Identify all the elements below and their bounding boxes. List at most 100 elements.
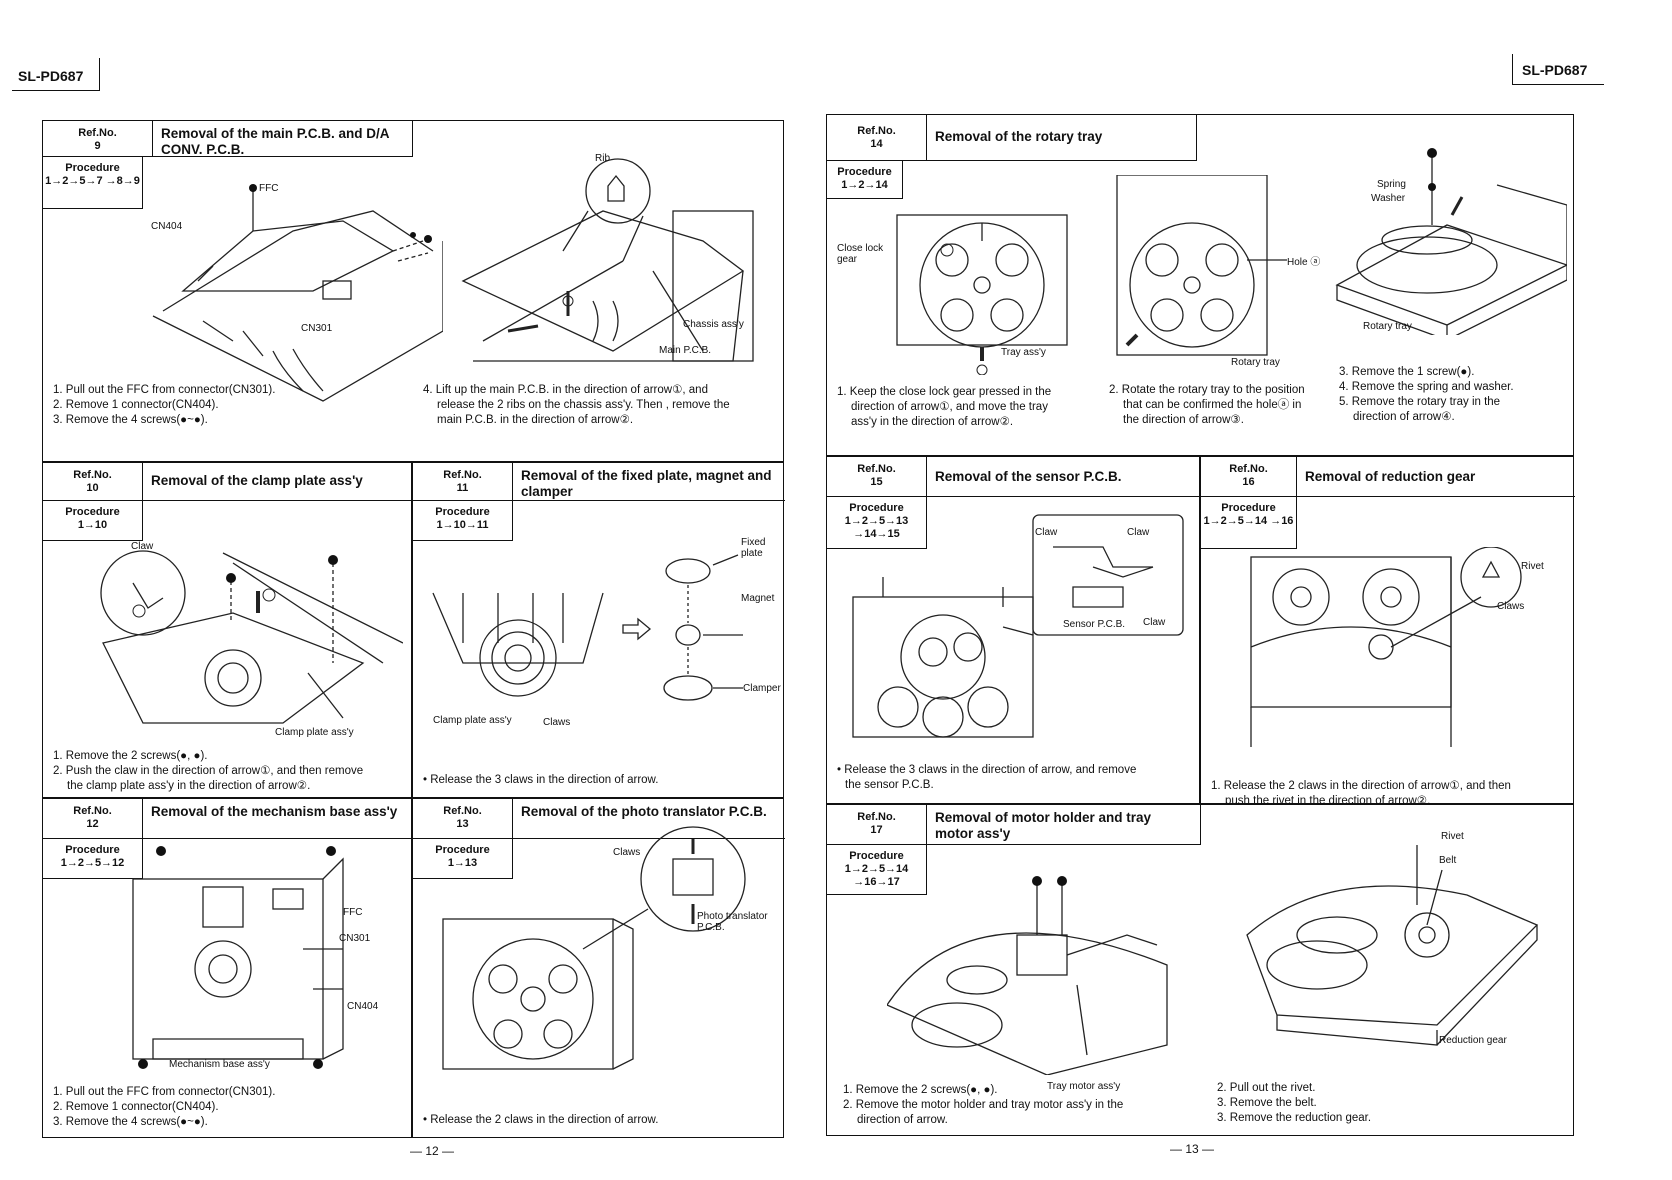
main-pcb-illustration-b bbox=[443, 151, 773, 391]
sensor-pcb-illustration bbox=[843, 507, 1193, 747]
label-clamper: Clamper bbox=[743, 683, 781, 694]
procedure-sequence: 1→2→5→13 →14→15 bbox=[844, 515, 909, 540]
procedure-label: Procedure bbox=[849, 502, 904, 514]
panel-ref-16: Ref.No. 16 Removal of reduction gear Pro… bbox=[1200, 456, 1575, 807]
label-cn301: CN301 bbox=[339, 933, 371, 944]
ref-number: 9 bbox=[94, 140, 101, 152]
page-number-left: — 12 — bbox=[410, 1144, 455, 1158]
procedure-label: Procedure bbox=[65, 506, 120, 518]
step: 1. Remove the 2 screws(●, ●). bbox=[53, 750, 208, 762]
panel-14-steps-b: 2. Rotate the rotary tray to the positio… bbox=[1109, 383, 1305, 428]
label-ffc: FFC bbox=[343, 907, 363, 918]
procedure-sequence: 1→2→5→14 →16→17 bbox=[844, 863, 909, 888]
step: 3. Remove the 4 screws(●~●). bbox=[53, 414, 208, 426]
panel-ref-15: Ref.No. 15 Removal of the sensor P.C.B. … bbox=[826, 456, 1201, 804]
step: 2. Push the claw in the direction of arr… bbox=[53, 765, 364, 777]
procedure-sequence: 1→2→5→14 →16 bbox=[1203, 515, 1294, 527]
panel-13-steps: • Release the 2 claws in the direction o… bbox=[423, 1113, 658, 1128]
step: 1. Pull out the FFC from connector(CN301… bbox=[53, 1086, 276, 1098]
label-hole-a: Hole ⓐ bbox=[1287, 257, 1321, 268]
step: 2. Remove 1 connector(CN404). bbox=[53, 1101, 219, 1113]
procedure-label: Procedure bbox=[435, 844, 490, 856]
label-close-lock-gear: Close lock gear bbox=[837, 243, 884, 265]
panel-ref-14: Ref.No. 14 Removal of the rotary tray Pr… bbox=[826, 114, 1574, 456]
procedure-label: Procedure bbox=[65, 162, 120, 174]
ref-no-box: Ref.No. 13 bbox=[413, 799, 513, 839]
ref-label: Ref.No. bbox=[857, 125, 896, 137]
ref-no-box: Ref.No. 15 bbox=[827, 457, 927, 497]
procedure-box: Procedure 1→10→11 bbox=[413, 501, 513, 541]
panel-ref-9: Ref.No. 9 Removal of the main P.C.B. and… bbox=[42, 120, 784, 462]
step: 3. Remove the reduction gear. bbox=[1217, 1112, 1372, 1124]
procedure-sequence: 1→13 bbox=[447, 857, 478, 869]
ref-number: 13 bbox=[456, 818, 469, 830]
step: the clamp plate ass'y in the direction o… bbox=[67, 780, 311, 792]
ref-no-box: Ref.No. 16 bbox=[1201, 457, 1297, 497]
panel-12-steps: 1. Pull out the FFC from connector(CN301… bbox=[53, 1085, 275, 1130]
step: • Release the 3 claws in the direction o… bbox=[837, 764, 1137, 776]
model-label-right: SL-PD687 bbox=[1522, 62, 1588, 78]
label-clamp-plate-assy: Clamp plate ass'y bbox=[433, 715, 512, 726]
motor-holder-illustration bbox=[887, 855, 1187, 1075]
panel-title: Removal of the fixed plate, magnet and c… bbox=[513, 463, 785, 501]
ref-label: Ref.No. bbox=[857, 463, 896, 475]
ref-label: Ref.No. bbox=[1229, 463, 1268, 475]
procedure-label: Procedure bbox=[837, 166, 892, 178]
ref-label: Ref.No. bbox=[78, 127, 117, 139]
panel-15-steps: • Release the 3 claws in the direction o… bbox=[837, 763, 1136, 793]
label-washer: Washer bbox=[1371, 193, 1406, 204]
clamp-plate-illustration bbox=[83, 523, 403, 733]
label-claw-2: Claw bbox=[1127, 527, 1150, 538]
ref-no-box: Ref.No. 10 bbox=[43, 463, 143, 501]
panel-9-steps-b: 4. Lift up the main P.C.B. in the direct… bbox=[423, 383, 730, 428]
ref-label: Ref.No. bbox=[443, 805, 482, 817]
step: main P.C.B. in the direction of arrow②. bbox=[437, 414, 634, 426]
ref-no-box: Ref.No. 11 bbox=[413, 463, 513, 501]
label-cn301: CN301 bbox=[301, 323, 333, 334]
rotary-tray-illustration-a bbox=[887, 205, 1087, 375]
step: direction of arrow. bbox=[857, 1114, 948, 1126]
procedure-sequence: 1→2→5→7 →8→9 bbox=[45, 175, 140, 187]
procedure-box: Procedure 1→2→5→12 bbox=[43, 839, 143, 879]
label-ffc: FFC bbox=[259, 183, 279, 194]
label-spring: Spring bbox=[1377, 179, 1406, 190]
ref-number: 14 bbox=[870, 138, 883, 150]
ref-no-box: Ref.No. 14 bbox=[827, 115, 927, 161]
ref-no-box: Ref.No. 9 bbox=[43, 121, 153, 157]
reduction-gear-illustration bbox=[1241, 547, 1571, 747]
panel-ref-12: Ref.No. 12 Removal of the mechanism base… bbox=[42, 798, 413, 1138]
procedure-sequence: 1→2→14 bbox=[841, 179, 888, 191]
panel-title: Removal of the sensor P.C.B. bbox=[927, 457, 1201, 497]
label-claw-3: Claw bbox=[1143, 617, 1166, 628]
step: 1. Keep the close lock gear pressed in t… bbox=[837, 386, 1052, 398]
procedure-box: Procedure 1→10 bbox=[43, 501, 143, 541]
ref-no-box: Ref.No. 17 bbox=[827, 805, 927, 845]
step: 3. Remove the belt. bbox=[1217, 1097, 1317, 1109]
panel-17-steps-b: 2. Pull out the rivet. 3. Remove the bel… bbox=[1217, 1081, 1371, 1126]
label-tray-assy: Tray ass'y bbox=[1001, 347, 1046, 358]
label-rivet: Rivet bbox=[1441, 831, 1464, 842]
step: the sensor P.C.B. bbox=[845, 779, 934, 791]
label-rivet: Rivet bbox=[1521, 561, 1544, 572]
step: 2. Rotate the rotary tray to the positio… bbox=[1109, 384, 1305, 396]
label-claw-1: Claw bbox=[1035, 527, 1058, 538]
header-tick-right bbox=[1512, 54, 1513, 84]
label-claw: Claw bbox=[131, 541, 154, 552]
procedure-sequence: 1→2→5→12 bbox=[60, 857, 125, 869]
step: 3. Remove the 1 screw(●). bbox=[1339, 366, 1475, 378]
label-reduction-gear: Reduction gear bbox=[1439, 1035, 1507, 1046]
procedure-box: Procedure 1→2→5→14 →16 bbox=[1201, 497, 1297, 549]
photo-translator-illustration bbox=[433, 819, 773, 1079]
panel-title: Removal of the rotary tray bbox=[927, 115, 1197, 161]
label-sensor-pcb: Sensor P.C.B. bbox=[1063, 619, 1126, 630]
panel-14-steps-a: 1. Keep the close lock gear pressed in t… bbox=[837, 385, 1051, 430]
panel-ref-13: Ref.No. 13 Removal of the photo translat… bbox=[412, 798, 785, 1138]
step: ass'y in the direction of arrow②. bbox=[851, 416, 1014, 428]
header-rule-right bbox=[1512, 84, 1604, 85]
procedure-label: Procedure bbox=[435, 506, 490, 518]
panel-ref-17: Ref.No. 17 Removal of motor holder and t… bbox=[826, 804, 1574, 1136]
label-cn404: CN404 bbox=[347, 1001, 379, 1012]
step: 4. Remove the spring and washer. bbox=[1339, 381, 1514, 393]
fixed-plate-illustration bbox=[423, 523, 773, 713]
step: • Release the 2 claws in the direction o… bbox=[423, 1114, 659, 1126]
